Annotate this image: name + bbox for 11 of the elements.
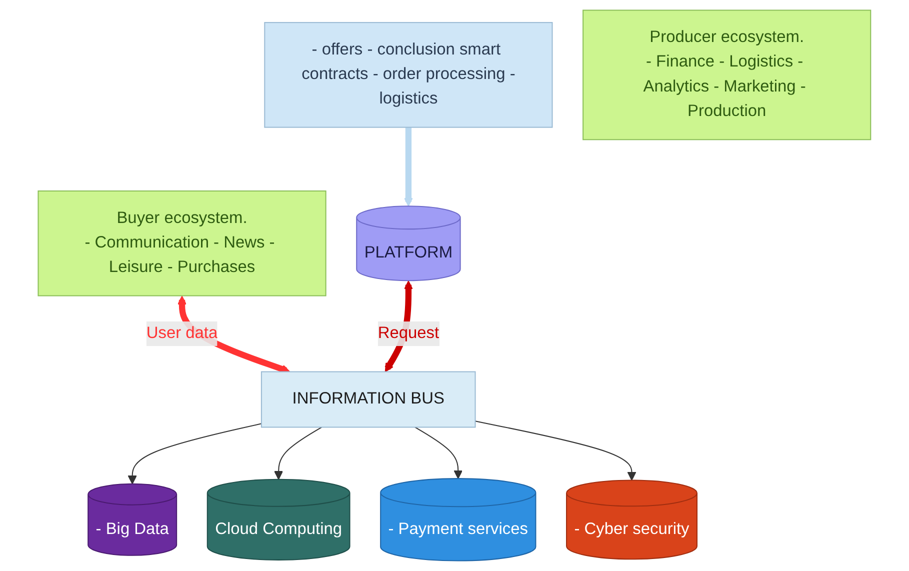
arrow	[475, 420, 636, 481]
arrow	[274, 426, 322, 480]
node-box: - offers - conclusion smart contracts - order processing -logistics	[264, 22, 553, 128]
edge-label: User data	[146, 324, 218, 342]
edge-label: Request	[378, 324, 440, 342]
node-box: Buyer ecosystem. - Communication - News - Leisure - Purchases	[38, 190, 326, 296]
arrow	[414, 426, 463, 479]
node-box: INFORMATION BUS	[261, 371, 476, 428]
node-box: Producer ecosystem. - Finance - Logistics - Analytics - Marketing - Production	[582, 10, 872, 140]
arrow	[404, 127, 414, 207]
arrow	[128, 423, 262, 484]
